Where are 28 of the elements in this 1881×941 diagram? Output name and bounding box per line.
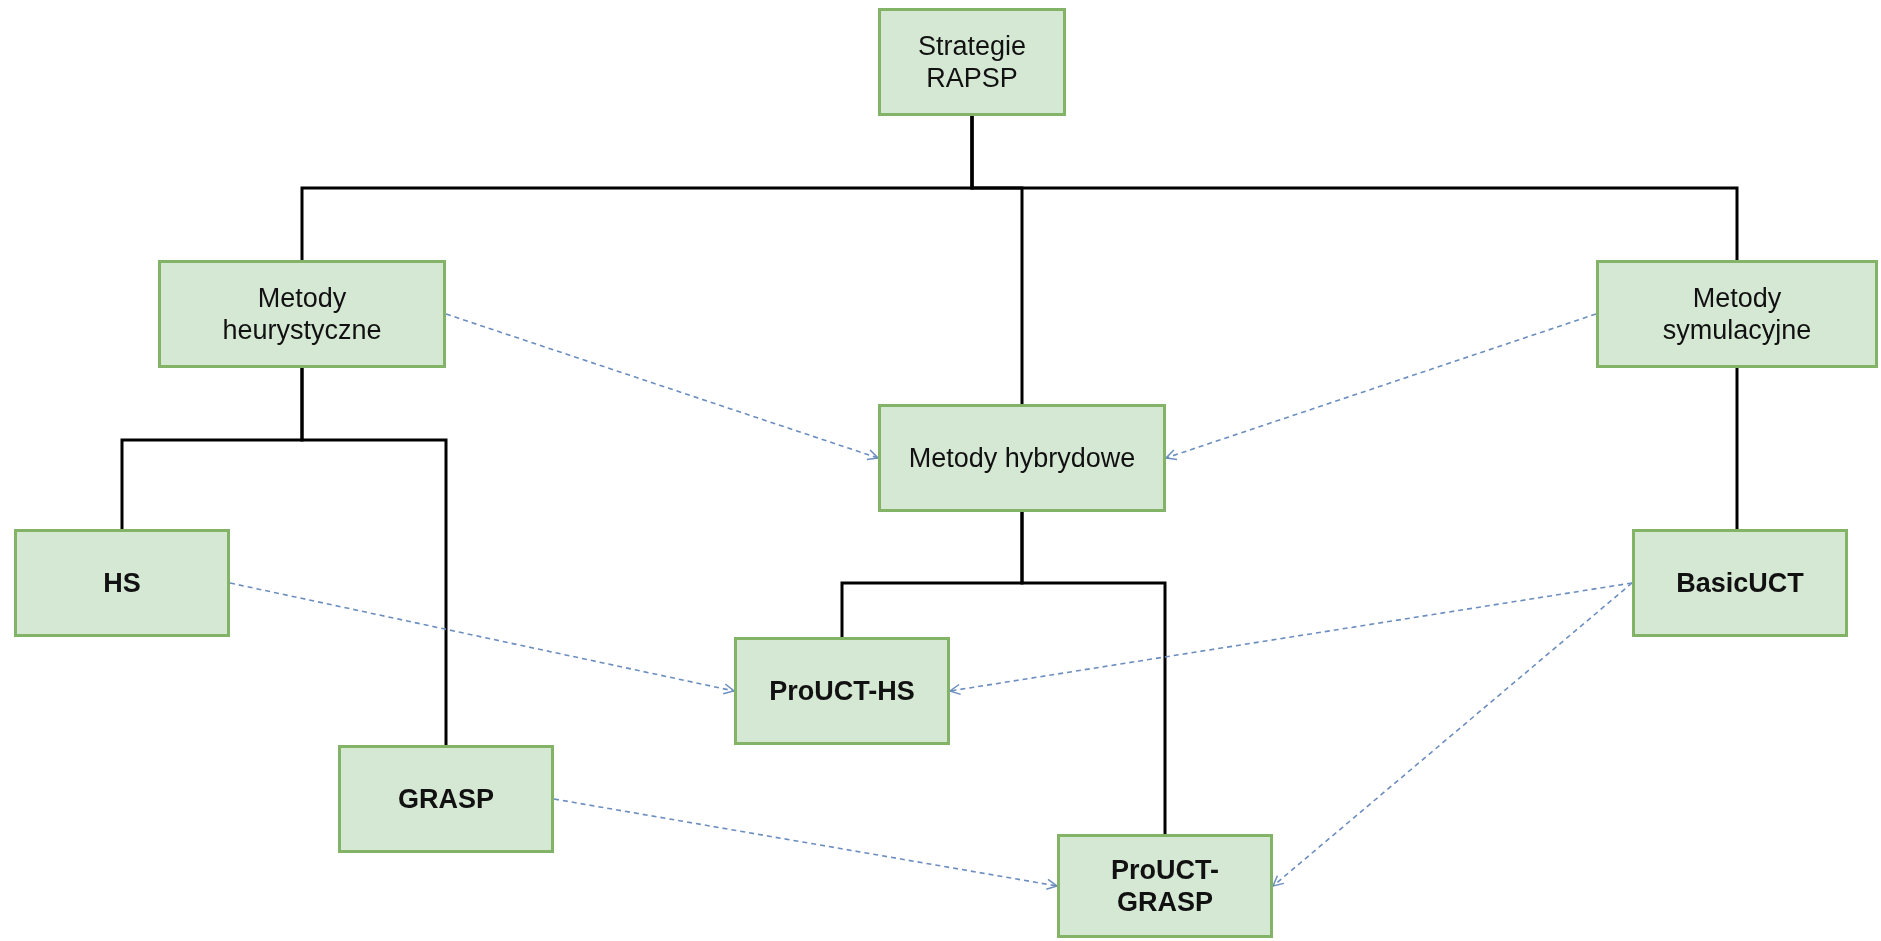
node-label: GRASP [398, 782, 494, 816]
connector-line [1735, 368, 1739, 529]
arrow [229, 582, 735, 695]
arrow [445, 313, 879, 461]
connector-line [1020, 512, 1167, 834]
node-label: BasicUCT [1676, 566, 1804, 600]
process-box [1632, 529, 1848, 637]
process-box [734, 637, 950, 745]
process-box [158, 260, 446, 368]
process-box [338, 745, 554, 853]
node-label: ProUCT-GRASP [1110, 853, 1220, 919]
process-box [1596, 260, 1878, 368]
node-label: Metody hybrydowe [908, 441, 1136, 475]
process-box [14, 529, 230, 637]
node-label: HS [103, 566, 141, 600]
arrow [553, 798, 1058, 890]
process-box [878, 404, 1166, 512]
process-box [1057, 834, 1273, 938]
process-box [878, 8, 1066, 116]
node-label: ProUCT-HS [769, 674, 915, 708]
arrow [949, 582, 1633, 696]
node-label: Metody heurystyczne [221, 281, 383, 347]
connector-line [300, 368, 448, 745]
arrow [1272, 582, 1633, 887]
node-label: Strategie RAPSP [916, 29, 1028, 95]
node-label: Metody symulacyjne [1661, 281, 1813, 347]
arrow [1165, 313, 1597, 461]
connector-line [970, 116, 1739, 260]
